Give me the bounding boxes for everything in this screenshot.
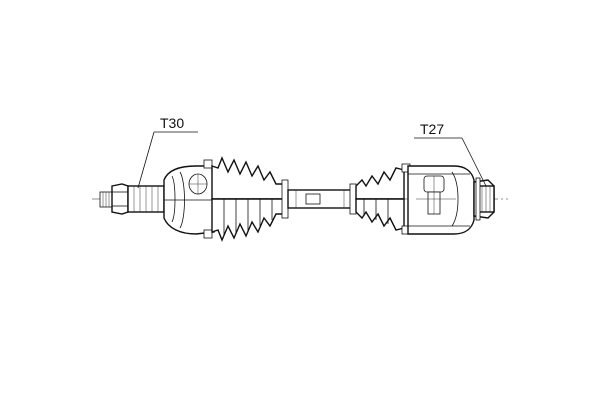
left-threaded-stub — [99, 191, 115, 208]
main-shaft — [287, 189, 355, 209]
outer-boot — [211, 156, 289, 242]
label-t30: T30 — [160, 115, 184, 131]
right-spline-stub — [473, 177, 495, 221]
left-spline-shaft — [127, 185, 165, 213]
leader-line-t30 — [137, 131, 155, 189]
label-t30-group: T30 — [137, 115, 198, 189]
left-hub-nut — [111, 183, 129, 215]
inner-cv-joint — [407, 165, 475, 235]
leader-line-t27 — [461, 137, 487, 187]
label-t27: T27 — [420, 121, 444, 137]
outer-cv-joint — [163, 159, 215, 239]
label-t27-group: T27 — [414, 121, 487, 187]
inner-boot — [349, 163, 411, 235]
